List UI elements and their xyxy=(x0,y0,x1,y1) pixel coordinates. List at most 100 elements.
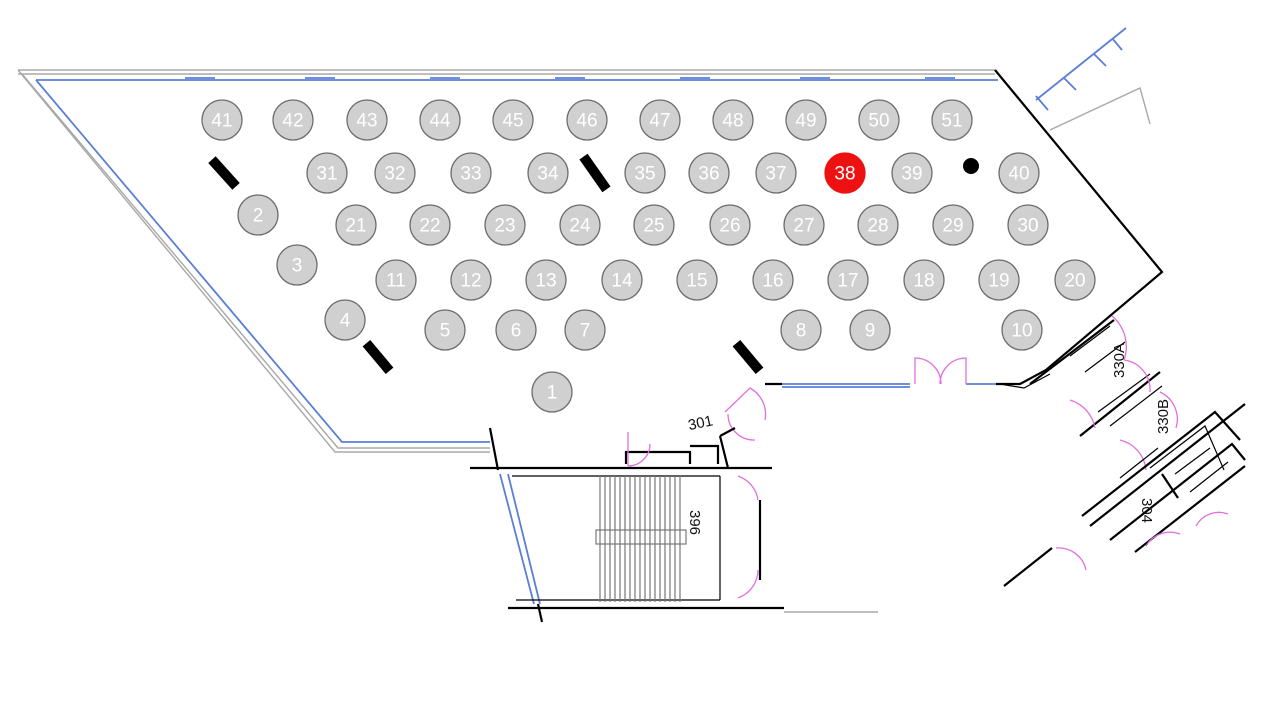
table-34[interactable]: 34 xyxy=(527,152,569,194)
table-circle[interactable] xyxy=(306,152,348,194)
table-42[interactable]: 42 xyxy=(272,99,314,141)
table-26[interactable]: 26 xyxy=(709,204,751,246)
table-17[interactable]: 17 xyxy=(827,259,869,301)
table-circle[interactable] xyxy=(903,259,945,301)
table-circle[interactable] xyxy=(998,152,1040,194)
table-circle[interactable] xyxy=(709,204,751,246)
table-circle[interactable] xyxy=(566,99,608,141)
table-circle[interactable] xyxy=(484,204,526,246)
table-circle[interactable] xyxy=(375,259,417,301)
table-circle[interactable] xyxy=(858,99,900,141)
table-20[interactable]: 20 xyxy=(1054,259,1096,301)
table-2[interactable]: 2 xyxy=(237,194,279,236)
table-48[interactable]: 48 xyxy=(712,99,754,141)
table-51[interactable]: 51 xyxy=(931,99,973,141)
table-30[interactable]: 30 xyxy=(1007,204,1049,246)
table-36[interactable]: 36 xyxy=(688,152,730,194)
table-47[interactable]: 47 xyxy=(639,99,681,141)
table-circle[interactable] xyxy=(932,204,974,246)
table-1[interactable]: 1 xyxy=(531,371,573,413)
table-circle[interactable] xyxy=(712,99,754,141)
table-circle[interactable] xyxy=(424,309,466,351)
table-46[interactable]: 46 xyxy=(566,99,608,141)
table-circle[interactable] xyxy=(891,152,933,194)
table-29[interactable]: 29 xyxy=(932,204,974,246)
table-7[interactable]: 7 xyxy=(564,309,606,351)
table-circle[interactable] xyxy=(1001,309,1043,351)
table-circle[interactable] xyxy=(639,99,681,141)
table-circle[interactable] xyxy=(849,309,891,351)
table-circle[interactable] xyxy=(1054,259,1096,301)
table-16[interactable]: 16 xyxy=(752,259,794,301)
table-10[interactable]: 10 xyxy=(1001,309,1043,351)
table-40[interactable]: 40 xyxy=(998,152,1040,194)
table-circle[interactable] xyxy=(276,244,318,286)
table-37[interactable]: 37 xyxy=(755,152,797,194)
table-circle[interactable] xyxy=(272,99,314,141)
table-circle[interactable] xyxy=(931,99,973,141)
table-38[interactable]: 38 xyxy=(824,152,866,194)
table-49[interactable]: 49 xyxy=(785,99,827,141)
table-13[interactable]: 13 xyxy=(525,259,567,301)
table-circle[interactable] xyxy=(785,99,827,141)
table-circle[interactable] xyxy=(525,259,567,301)
table-circle[interactable] xyxy=(824,152,866,194)
table-35[interactable]: 35 xyxy=(624,152,666,194)
table-circle[interactable] xyxy=(419,99,461,141)
table-circle[interactable] xyxy=(450,152,492,194)
table-circle[interactable] xyxy=(978,259,1020,301)
table-circle[interactable] xyxy=(601,259,643,301)
table-45[interactable]: 45 xyxy=(492,99,534,141)
table-circle[interactable] xyxy=(827,259,869,301)
table-4[interactable]: 4 xyxy=(324,299,366,341)
table-31[interactable]: 31 xyxy=(306,152,348,194)
table-3[interactable]: 3 xyxy=(276,244,318,286)
table-50[interactable]: 50 xyxy=(858,99,900,141)
table-27[interactable]: 27 xyxy=(783,204,825,246)
table-circle[interactable] xyxy=(780,309,822,351)
table-circle[interactable] xyxy=(624,152,666,194)
table-25[interactable]: 25 xyxy=(633,204,675,246)
table-circle[interactable] xyxy=(201,99,243,141)
table-circle[interactable] xyxy=(409,204,451,246)
table-circle[interactable] xyxy=(374,152,416,194)
table-circle[interactable] xyxy=(755,152,797,194)
table-6[interactable]: 6 xyxy=(495,309,537,351)
table-circle[interactable] xyxy=(324,299,366,341)
table-33[interactable]: 33 xyxy=(450,152,492,194)
table-15[interactable]: 15 xyxy=(676,259,718,301)
table-18[interactable]: 18 xyxy=(903,259,945,301)
table-circle[interactable] xyxy=(237,194,279,236)
table-39[interactable]: 39 xyxy=(891,152,933,194)
table-circle[interactable] xyxy=(335,204,377,246)
table-circle[interactable] xyxy=(688,152,730,194)
table-43[interactable]: 43 xyxy=(346,99,388,141)
table-44[interactable]: 44 xyxy=(419,99,461,141)
table-24[interactable]: 24 xyxy=(559,204,601,246)
table-11[interactable]: 11 xyxy=(375,259,417,301)
table-circle[interactable] xyxy=(633,204,675,246)
table-22[interactable]: 22 xyxy=(409,204,451,246)
table-circle[interactable] xyxy=(564,309,606,351)
table-8[interactable]: 8 xyxy=(780,309,822,351)
table-21[interactable]: 21 xyxy=(335,204,377,246)
table-19[interactable]: 19 xyxy=(978,259,1020,301)
table-circle[interactable] xyxy=(527,152,569,194)
table-circle[interactable] xyxy=(531,371,573,413)
table-circle[interactable] xyxy=(559,204,601,246)
table-circle[interactable] xyxy=(857,204,899,246)
table-32[interactable]: 32 xyxy=(374,152,416,194)
table-circle[interactable] xyxy=(783,204,825,246)
table-circle[interactable] xyxy=(450,259,492,301)
table-circle[interactable] xyxy=(492,99,534,141)
table-5[interactable]: 5 xyxy=(424,309,466,351)
table-12[interactable]: 12 xyxy=(450,259,492,301)
table-circle[interactable] xyxy=(1007,204,1049,246)
table-circle[interactable] xyxy=(346,99,388,141)
table-41[interactable]: 41 xyxy=(201,99,243,141)
table-9[interactable]: 9 xyxy=(849,309,891,351)
table-circle[interactable] xyxy=(676,259,718,301)
table-14[interactable]: 14 xyxy=(601,259,643,301)
table-23[interactable]: 23 xyxy=(484,204,526,246)
table-28[interactable]: 28 xyxy=(857,204,899,246)
